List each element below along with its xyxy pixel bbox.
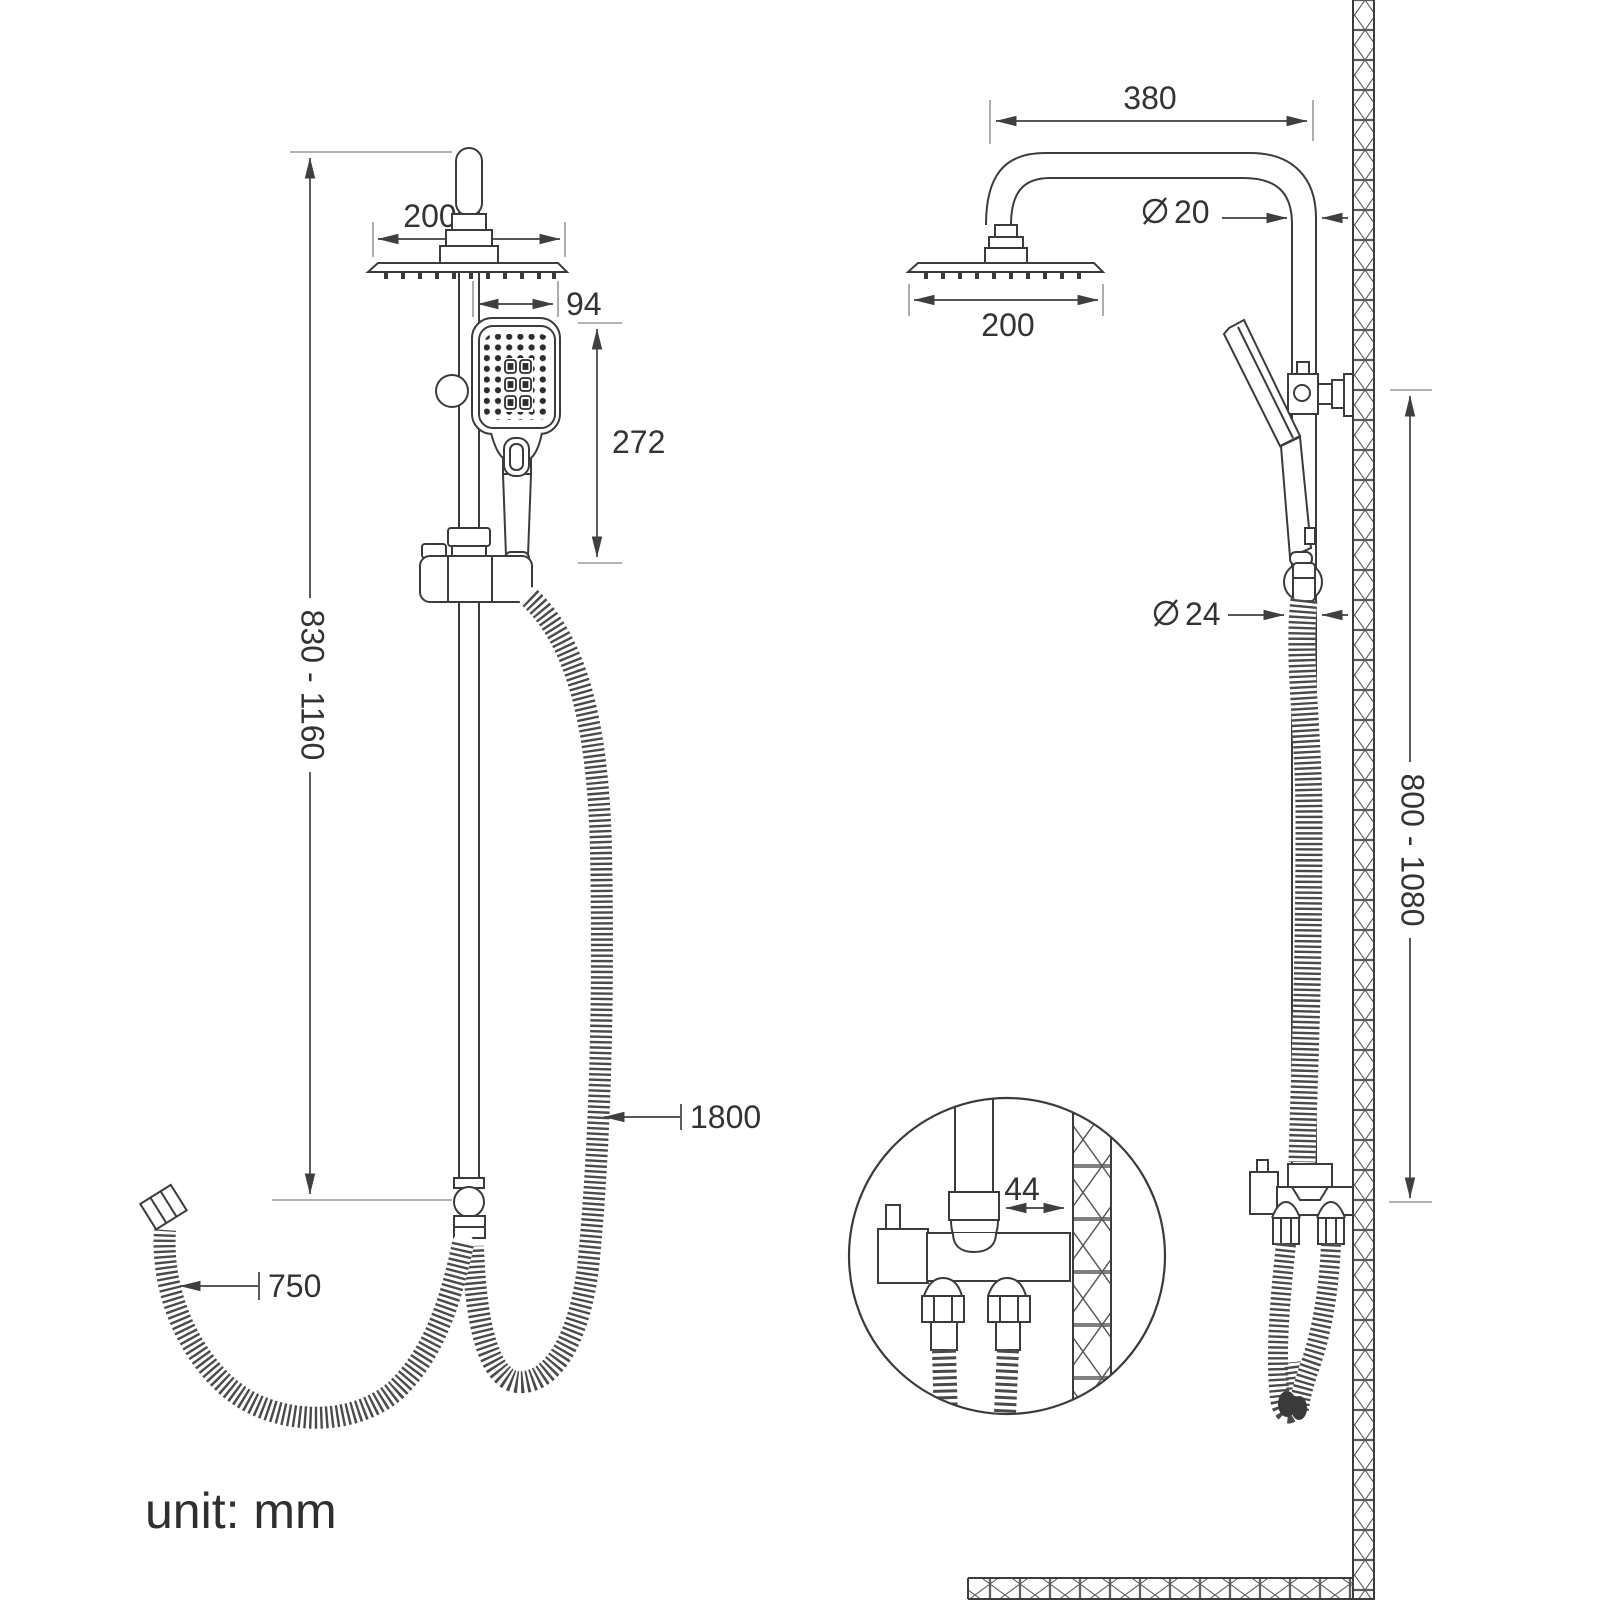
slider-bracket [419, 555, 533, 603]
detail-hose-right [994, 1349, 1019, 1414]
swivel-ball-joint [453, 1186, 485, 1218]
unit-label: unit: mm [145, 1483, 337, 1539]
head-connector-side [984, 247, 1028, 264]
detail-wall [1073, 1098, 1111, 1414]
shower-arm [985, 152, 1317, 1166]
hose-side-run [1288, 598, 1323, 1163]
front-view: 200 [138, 147, 761, 1429]
hand-shower-handle [501, 473, 533, 557]
detail-circle-outline [847, 1096, 1167, 1416]
dim-label-riser-range: 830 - 1160 [295, 610, 331, 761]
head-connector-front [439, 245, 499, 264]
head-nozzles-front [384, 273, 556, 279]
dim-label-pipe-diameter: 20 [1174, 194, 1210, 230]
wall-flange [1343, 373, 1354, 417]
short-hose-end-nut [138, 1183, 189, 1231]
rain-shower-head-side [905, 262, 1106, 273]
diameter-icon [1142, 198, 1168, 224]
dim-label-hand-height: 272 [612, 424, 665, 460]
dim-label-head-width-front: 200 [403, 198, 456, 234]
hose-diameter-annotation: 24 [1153, 596, 1348, 632]
hanging-hose-right [1289, 1243, 1341, 1411]
detail-hose-left [932, 1349, 958, 1414]
dim-label-head-width-side: 200 [981, 307, 1034, 343]
side-view: 380 200 20 [905, 0, 1432, 1600]
detail-circle: 44 [847, 1096, 1167, 1416]
dim-label-height-range: 800 - 1080 [1395, 773, 1431, 926]
detail-diverter-knob [877, 1228, 929, 1284]
dim-label-arm-reach: 380 [1123, 80, 1176, 116]
slider-clamp [447, 527, 491, 547]
pipe-diameter-annotation: 20 [1142, 194, 1348, 230]
floor-section [968, 1578, 1353, 1600]
rain-shower-head-front [365, 262, 570, 273]
dim-label-long-hose: 1800 [690, 1099, 761, 1135]
dim-label-hose-diameter: 24 [1185, 596, 1221, 632]
hand-shower-mount-knob [435, 374, 469, 408]
detail-diverter-body [926, 1232, 1071, 1282]
diameter-icon [1153, 600, 1179, 626]
hand-shower-mode-buttons [504, 359, 532, 410]
dim-label-hand-width: 94 [566, 286, 602, 322]
dim-label-detail-offset: 44 [1004, 1171, 1040, 1207]
hand-shower-trigger [509, 443, 524, 471]
wall-section [1353, 0, 1374, 1600]
long-shower-hose [462, 589, 613, 1394]
dim-label-short-hose: 750 [268, 1268, 321, 1304]
head-nozzles-side [924, 273, 1081, 279]
diverter-knob-side [1249, 1171, 1279, 1215]
riser-top-cap [455, 147, 483, 217]
short-supply-hose [153, 1229, 474, 1429]
hand-shower-handle-side [1279, 435, 1313, 559]
